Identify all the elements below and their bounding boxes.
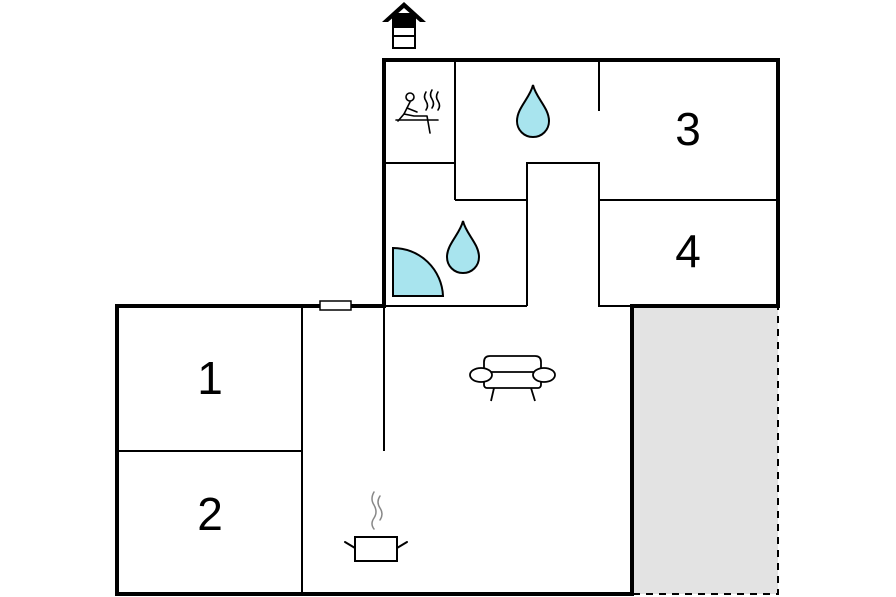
water-drop-icon bbox=[515, 84, 551, 139]
room-label-4: 4 bbox=[675, 225, 701, 277]
room-label-1: 1 bbox=[197, 352, 223, 404]
sofa-icon bbox=[469, 355, 556, 402]
sauna-icon bbox=[395, 89, 441, 134]
room-label-3: 3 bbox=[675, 103, 701, 155]
terrace-area bbox=[632, 305, 779, 595]
room-label-2: 2 bbox=[197, 488, 223, 540]
window bbox=[319, 300, 352, 311]
interior-walls bbox=[117, 60, 778, 594]
water-drop-icon bbox=[445, 220, 481, 275]
house-entrance-icon bbox=[382, 2, 426, 49]
shower-icon bbox=[392, 246, 445, 297]
cooking-pot-icon bbox=[344, 491, 408, 562]
